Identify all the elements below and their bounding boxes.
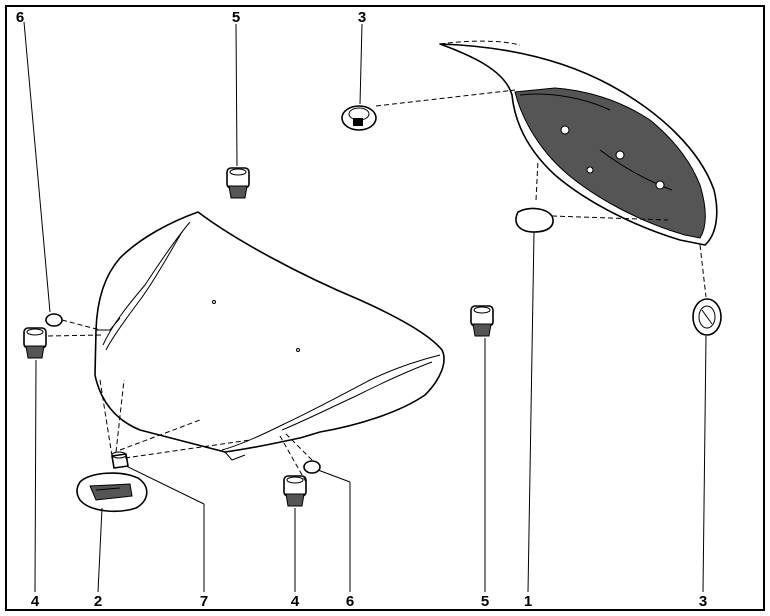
buffer-4-mid — [283, 475, 307, 507]
callout-1: 1 — [524, 593, 532, 610]
callout-3-bottom: 3 — [699, 593, 707, 610]
callout-2: 2 — [94, 593, 102, 610]
washer-6-mid — [303, 460, 321, 474]
seal-pad-1 — [515, 207, 554, 233]
leader-lines — [23, 21, 707, 593]
buffer-4-left — [23, 327, 47, 359]
callout-5-top: 5 — [232, 9, 240, 26]
washer-6-left — [45, 313, 63, 327]
plug-3-top — [341, 105, 377, 131]
plug-3-right — [692, 298, 722, 336]
callout-4-left: 4 — [31, 593, 40, 610]
hood-inner-panel — [439, 43, 718, 246]
striker-7 — [111, 451, 129, 469]
callout-7: 7 — [200, 593, 208, 610]
diagram-frame — [5, 5, 765, 611]
callout-6-mid: 6 — [346, 593, 354, 610]
hood-panel — [94, 211, 445, 461]
lock-2 — [76, 472, 148, 513]
callout-6-top: 6 — [16, 9, 24, 26]
callout-labels: 6 5 3 4 2 7 4 6 5 1 3 — [16, 9, 707, 610]
callout-5-mid: 5 — [481, 593, 489, 610]
callout-3-top: 3 — [358, 9, 366, 26]
assembly-lines — [47, 40, 707, 483]
buffer-5-mid — [470, 305, 494, 337]
callout-4-mid: 4 — [291, 593, 300, 610]
buffer-5-top — [226, 167, 250, 199]
